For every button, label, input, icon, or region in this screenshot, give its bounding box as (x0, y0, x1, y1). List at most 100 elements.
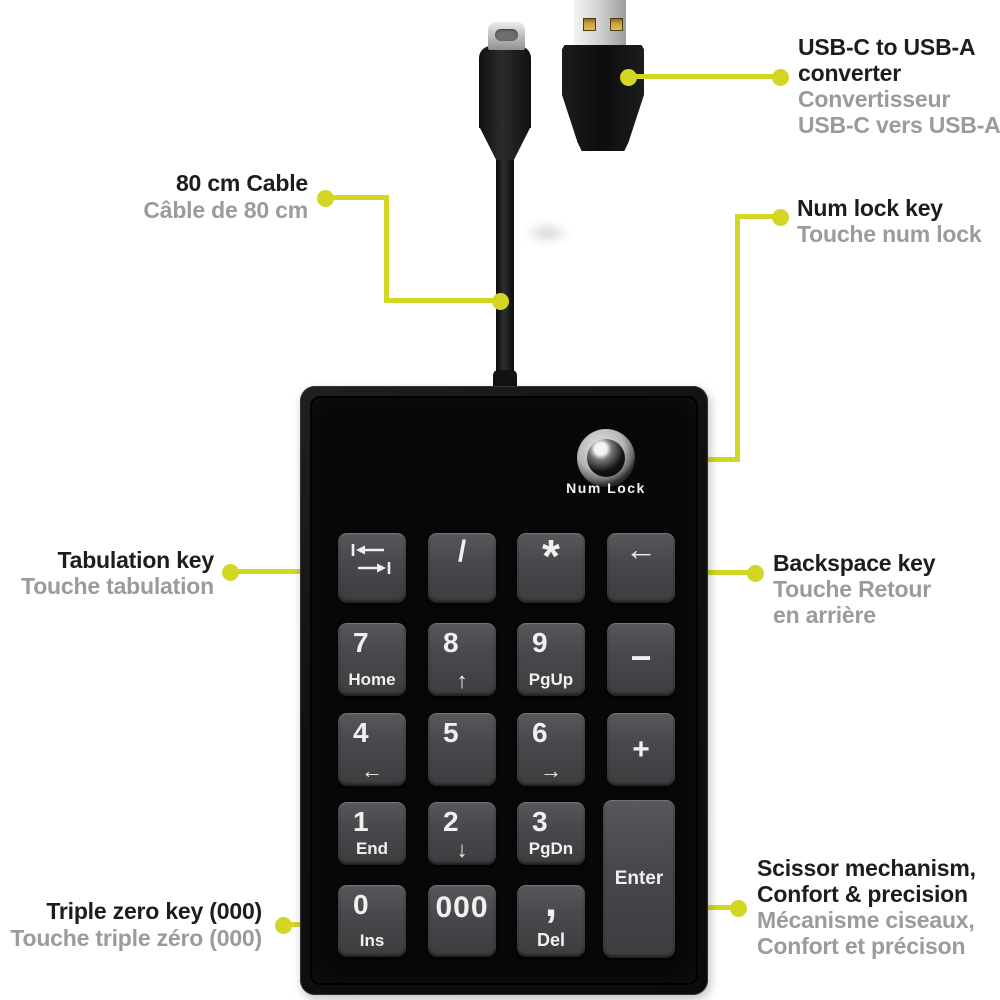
key-primary-label: 7 (353, 627, 369, 658)
scissor-leader-dot (730, 900, 747, 917)
key-3: 3 PgDn (517, 802, 585, 865)
cable-leader-line (325, 195, 389, 200)
cable-callout: 80 cm Cable Câble de 80 cm (143, 170, 308, 224)
key-primary-label: 1 (353, 806, 369, 837)
key-primary-label: Enter (614, 868, 664, 889)
cable-leader-dot (492, 293, 509, 310)
key-minus: − (607, 623, 675, 696)
callout-subtitle: Touche triple zéro (000) (10, 925, 262, 951)
usb-converter-leader-dot (620, 69, 637, 86)
numeric-keypad: Num Lock / * ← 7 (300, 386, 708, 995)
key-divide: / (428, 533, 496, 603)
usb-cable (496, 155, 514, 383)
callout-title: Tabulation key (57, 547, 214, 573)
down-arrow-icon: ↓ (456, 837, 468, 862)
key-1: 1 End (338, 802, 406, 865)
key-4: 4 ← (338, 713, 406, 786)
key-primary-label: + (632, 732, 650, 766)
callout-title: Scissor mechanism, (757, 855, 976, 881)
num-lock-button (577, 429, 635, 487)
key-primary-label: 5 (443, 717, 459, 748)
callout-subtitle: Touche tabulation (21, 573, 214, 599)
callout-title: 80 cm Cable (175, 170, 308, 196)
key-9: 9 PgUp (517, 623, 585, 696)
key-secondary-label: PgUp (528, 670, 574, 689)
key-tab (338, 533, 406, 603)
cable-leader-dot (317, 190, 334, 207)
callout-subtitle: en arrière (773, 602, 876, 628)
callout-title: Num lock key (797, 195, 943, 221)
usb-c-plug-body (479, 46, 531, 128)
callout-title: Triple zero key (000) (46, 898, 262, 924)
num-lock-led-icon (587, 439, 625, 477)
triple-zero-callout: Triple zero key (000) Touche triple zéro… (10, 898, 262, 952)
key-primary-label: 0 (353, 889, 369, 920)
key-enter: Enter (603, 800, 675, 958)
key-primary-label: * (542, 530, 560, 582)
tabulation-callout: Tabulation key Touche tabulation (21, 547, 214, 599)
key-backspace: ← (607, 531, 675, 603)
num-lock-leader-line (735, 214, 740, 462)
key-primary-label: 8 (443, 627, 459, 658)
usb-c-plug-taper (479, 126, 531, 160)
key-7: 7 Home (338, 623, 406, 696)
tab-icon (351, 544, 391, 574)
key-triple-zero: 000 (428, 885, 496, 957)
usb-converter-callout: USB-C to USB-A converter Convertisseur U… (798, 34, 1000, 138)
num-lock-leader-dot (772, 209, 789, 226)
triple-zero-leader-dot (275, 917, 292, 934)
key-primary-label: 000 (435, 891, 489, 924)
callout-subtitle: Mécanisme ciseaux, (757, 907, 975, 933)
usb-a-contact (583, 18, 596, 31)
usb-a-plug-icon (574, 0, 626, 47)
key-secondary-label: Del (536, 930, 565, 950)
key-primary-label: 3 (532, 806, 548, 837)
num-lock-button-label: Num Lock (566, 480, 646, 496)
callout-subtitle: Confort et précison (757, 933, 966, 959)
callout-subtitle: Câble de 80 cm (143, 197, 308, 223)
key-primary-label: 4 (353, 717, 369, 748)
backspace-arrow-icon: ← (625, 531, 657, 567)
usb-converter-leader-line (628, 74, 780, 79)
cable-strain-relief (493, 370, 517, 390)
cable-leader-line (384, 298, 502, 303)
usb-a-adapter-body (562, 45, 644, 151)
num-lock-callout: Num lock key Touche num lock (797, 195, 982, 247)
key-secondary-label: PgDn (528, 839, 574, 858)
key-primary-label: / (457, 535, 467, 568)
key-comma: , Del (517, 877, 585, 957)
adapter-shadow (524, 222, 570, 244)
callout-title: Confort & precision (757, 881, 968, 907)
left-arrow-icon: ← (361, 758, 383, 783)
up-arrow-icon: ↑ (456, 668, 468, 693)
key-secondary-label: Home (348, 670, 396, 689)
key-5: 5 (428, 713, 496, 786)
callout-subtitle: Convertisseur (798, 86, 951, 112)
key-secondary-label: Ins (359, 931, 385, 950)
usb-a-contact (610, 18, 623, 31)
key-2: 2 ↓ (428, 802, 496, 865)
callout-subtitle: Touche num lock (797, 221, 982, 247)
right-arrow-icon: → (540, 758, 562, 783)
key-plus: + (607, 713, 675, 786)
key-primary-label: , (544, 877, 558, 926)
callout-title: Backspace key (773, 550, 936, 576)
usb-c-plug-icon (488, 22, 525, 50)
key-6: 6 → (517, 713, 585, 786)
usb-converter-leader-dot (772, 69, 789, 86)
key-multiply: * (517, 530, 585, 603)
key-primary-label: 2 (443, 806, 459, 837)
key-secondary-label: End (355, 839, 389, 858)
num-lock-leader-line (735, 214, 780, 219)
backspace-callout: Backspace key Touche Retour en arrière (773, 550, 936, 628)
key-primary-label: − (630, 636, 652, 678)
scissor-callout: Scissor mechanism, Confort & precision M… (757, 855, 976, 959)
callout-title: USB-C to USB-A (798, 34, 976, 60)
callout-title: converter (798, 60, 902, 86)
key-primary-label: 6 (532, 717, 548, 748)
key-primary-label: 9 (532, 627, 548, 658)
key-8: 8 ↑ (428, 623, 496, 696)
backspace-leader-dot (747, 565, 764, 582)
callout-subtitle: Touche Retour (773, 576, 931, 602)
